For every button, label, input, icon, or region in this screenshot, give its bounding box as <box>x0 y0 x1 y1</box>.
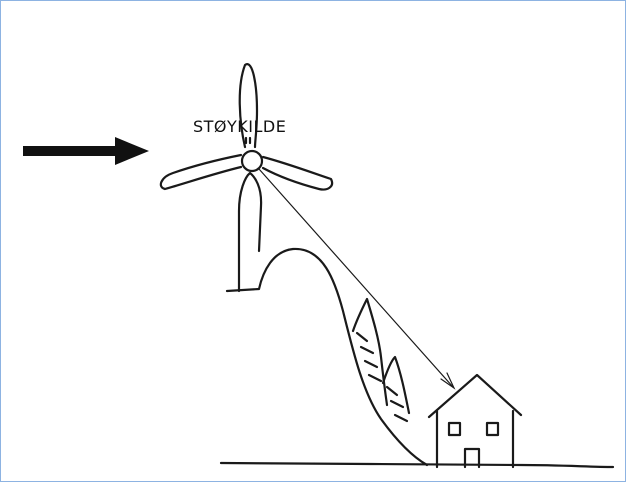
wind-turbine <box>161 64 332 291</box>
sound-path-arrow <box>259 169 454 388</box>
turbine-blade-left <box>161 155 241 189</box>
hill-outline <box>227 249 427 465</box>
noise-source-label: STØYKILDE <box>193 117 286 136</box>
ground-line <box>221 463 613 467</box>
house-window-right <box>487 423 498 435</box>
turbine-hub <box>242 151 262 171</box>
hill <box>227 249 427 465</box>
house <box>429 375 521 467</box>
turbine-tower <box>239 173 261 291</box>
house-window-left <box>449 423 460 435</box>
trees <box>353 299 409 421</box>
house-roof <box>429 375 521 417</box>
house-walls <box>437 411 513 467</box>
wind-arrow <box>23 137 149 165</box>
